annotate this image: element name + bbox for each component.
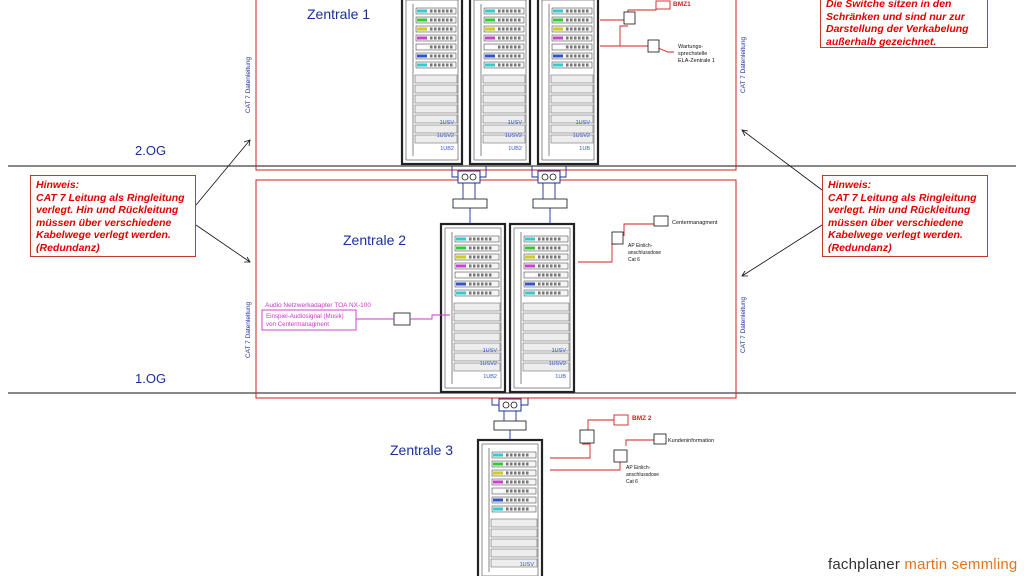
device-icons bbox=[393, 0, 671, 463]
note-ring-left-body: CAT 7 Leitung als Ringleitung verlegt. H… bbox=[36, 191, 185, 254]
rack-z3-a: 1USV bbox=[476, 438, 544, 576]
bmz1-panel-icon bbox=[655, 0, 671, 10]
rack-z2-a-unit-label: 1UB2 bbox=[483, 374, 497, 380]
ap-label-2-line3: Cat 6 bbox=[628, 257, 640, 263]
note-ring-right: Hinweis: CAT 7 Leitung als Ringleitung v… bbox=[822, 175, 988, 257]
rack-z3-a-unit-label: 1USV bbox=[520, 562, 535, 568]
wartung-connector-icon bbox=[647, 39, 660, 53]
switch-left-top bbox=[457, 170, 481, 184]
rack-z1-b-unit-label: 1USV2 bbox=[505, 133, 522, 139]
note-ring-left-title: Hinweis: bbox=[36, 179, 80, 191]
rack-z2-b-unit-label: 1USV2 bbox=[549, 361, 566, 367]
switch-group bbox=[452, 170, 568, 431]
rack-z1-b-unit-label: 1UB2 bbox=[508, 146, 522, 152]
rack-z1-c-unit-label: 1USV bbox=[576, 120, 591, 126]
network-wiring bbox=[451, 166, 567, 440]
audio-adapter-icon bbox=[393, 312, 411, 326]
ap-label-2-line2: anschlussdose bbox=[628, 250, 661, 256]
cable-label-left-1og: CAT 7 Datenleitung bbox=[245, 302, 252, 359]
audio-adapter-label: Audio Netzwerkadapter TOA NX-100 bbox=[265, 302, 371, 309]
switch-right-top bbox=[537, 170, 561, 184]
callout-arrows bbox=[195, 129, 823, 277]
wartung-label-3: ELA-Zentrale 1 bbox=[678, 58, 715, 64]
rack-z1-a-unit-label: 1USV bbox=[440, 120, 455, 126]
rack-z1-a-unit-label: 1USV2 bbox=[437, 133, 454, 139]
rack-group: 1USV1USV21UB21USV1USV21UB21USV1USV21UB1U… bbox=[400, 0, 600, 576]
centermanagement-label: Centermanagment bbox=[672, 220, 718, 226]
ap-label-3-line3: Cat 6 bbox=[626, 479, 638, 485]
zone-frame-zentrale-1 bbox=[255, 0, 737, 171]
kundeninfo-panel-icon bbox=[653, 433, 667, 445]
note-ring-right-title: Hinweis: bbox=[828, 179, 872, 191]
cable-label-right-2og: CAT 7 Datenleitung bbox=[740, 37, 747, 94]
rack-z2-a-unit-label: 1USV bbox=[483, 348, 498, 354]
einspiel-label-1: Einspiel-Audiosignal (Musik) bbox=[266, 313, 344, 320]
brand-part-1: fachplaner bbox=[828, 556, 905, 573]
switch-right-mid bbox=[532, 198, 568, 209]
rack-z1-c-unit-label: 1USV2 bbox=[573, 133, 590, 139]
ap-label-3-line2: anschlussdose bbox=[626, 472, 659, 478]
rack-z2-b-unit-label: 1USV bbox=[552, 348, 567, 354]
cable-label-left-2og: CAT 7 Datenleitung bbox=[245, 57, 252, 114]
rack-z1-a-unit-label: 1UB2 bbox=[440, 146, 454, 152]
ap-label-3-line1: AP Einlich- bbox=[626, 465, 651, 471]
audio-wiring bbox=[356, 314, 450, 320]
note-ring-left: Hinweis: CAT 7 Leitung als Ringleitung v… bbox=[30, 175, 196, 257]
ap-outlet-icon-2 bbox=[611, 231, 624, 245]
rack-z1-b-unit-label: 1USV bbox=[508, 120, 523, 126]
zentrale-2-title: Zentrale 2 bbox=[343, 232, 406, 248]
floor-label-1og: 1.OG bbox=[135, 371, 166, 386]
note-switch-info: Die Switche sitzen in den Schränken und … bbox=[820, 0, 988, 48]
rack-z2-a-unit-label: 1USV2 bbox=[480, 361, 497, 367]
bmz1-label: BMZ1 bbox=[673, 1, 691, 8]
zentrale-1-title: Zentrale 1 bbox=[307, 6, 370, 22]
note-switch-info-text: Die Switche sitzen in den Schränken und … bbox=[826, 0, 969, 48]
wartung-label-2: sprechstelle bbox=[678, 51, 707, 57]
floor-label-2og: 2.OG bbox=[135, 143, 166, 158]
ap-label-2-line1: AP Einlich- bbox=[628, 243, 653, 249]
rack-z1-c-unit-label: 1UB bbox=[579, 146, 590, 152]
bmz1-connector-icon bbox=[623, 11, 636, 25]
switch-left-mid bbox=[452, 198, 488, 209]
rack-z1-b: 1USV 1USV2 1UB2 bbox=[468, 0, 532, 166]
zone-frame-zentrale-2 bbox=[255, 179, 737, 399]
cable-label-right-1og: CAT 7 Datenleitung bbox=[740, 297, 747, 354]
rack-z1-a: 1USV 1USV2 1UB2 bbox=[400, 0, 464, 166]
switch-bottom-mid bbox=[493, 420, 527, 431]
brand-part-2: martin semmling bbox=[904, 556, 1018, 573]
bmz2-label: BMZ 2 bbox=[632, 415, 652, 422]
centermanagement-panel-icon bbox=[653, 215, 669, 227]
einspiel-box bbox=[261, 309, 357, 331]
zentrale-3-title: Zentrale 3 bbox=[390, 442, 453, 458]
rack-z2-b: 1USV 1USV2 1UB bbox=[508, 222, 576, 394]
kundeninfo-label: Kundeninformation bbox=[668, 438, 714, 444]
rack-z1-c: 1USV 1USV2 1UB bbox=[536, 0, 600, 166]
bmz2-connector-icon bbox=[579, 429, 595, 444]
rack-z2-a: 1USV 1USV2 1UB2 bbox=[439, 222, 507, 394]
ap-outlet-icon-3 bbox=[613, 449, 628, 463]
rack-z2-b-unit-label: 1UB bbox=[555, 374, 566, 380]
einspiel-label-2: von Centermanagment bbox=[266, 321, 329, 328]
bmz2-panel-icon bbox=[613, 414, 629, 426]
note-ring-right-body: CAT 7 Leitung als Ringleitung verlegt. H… bbox=[828, 191, 977, 254]
wartung-label-1: Wartungs- bbox=[678, 44, 703, 50]
switch-bottom bbox=[498, 398, 522, 412]
brand-logo: fachplaner martin semmling bbox=[828, 556, 1017, 573]
